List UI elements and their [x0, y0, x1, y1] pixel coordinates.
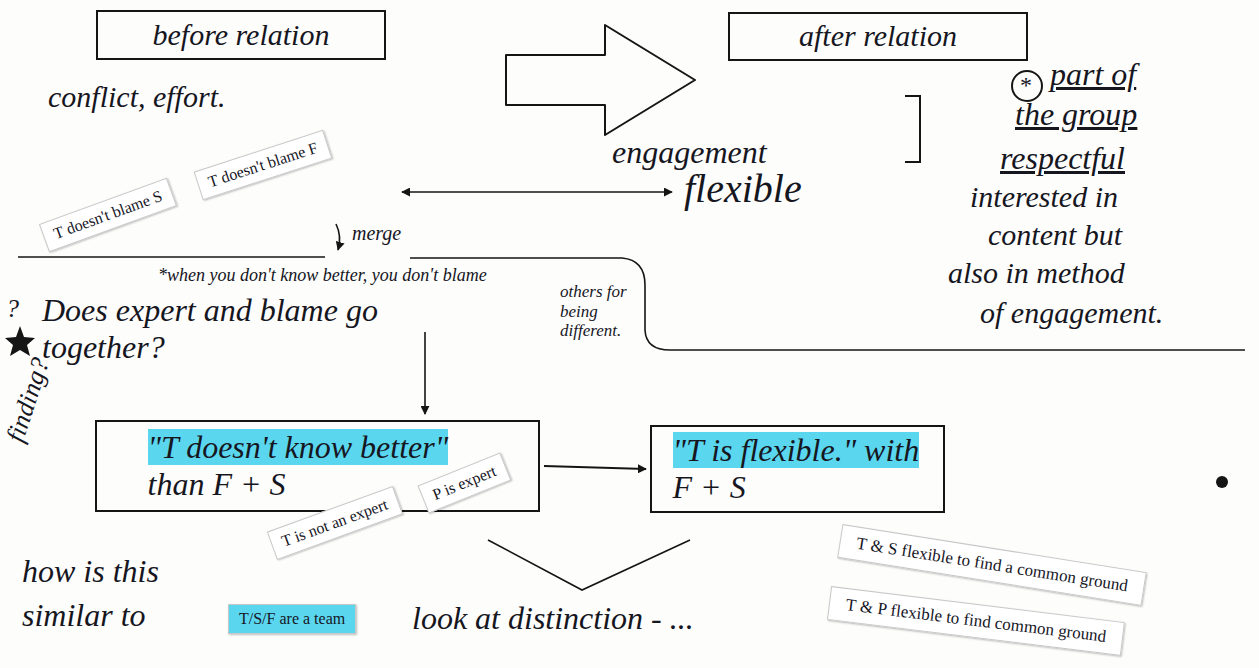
box-text: "T is flexible." with F + S — [673, 432, 923, 506]
handwritten-note: also in method — [948, 256, 1125, 291]
ink-dot — [1216, 476, 1228, 488]
handwritten-note: look at distinction - ... — [412, 600, 694, 637]
handwritten-note: Does expert and blame go together? — [42, 292, 462, 366]
handwritten-note: how is this — [22, 553, 159, 590]
v-lines — [488, 540, 690, 590]
handwritten-note: others for being different. — [560, 282, 632, 341]
down-arrow — [424, 332, 426, 414]
pasted-slip: T is not an expert — [267, 486, 403, 560]
handwritten-note: merge — [352, 222, 401, 245]
handwritten-note: * — [1020, 72, 1032, 100]
divider-line — [18, 256, 325, 258]
handwritten-note: content but — [988, 218, 1122, 253]
handwritten-note: engagement — [612, 134, 767, 171]
connector-arrow — [506, 25, 695, 135]
note-box: after relation — [728, 12, 1028, 61]
pasted-slip: T/S/F are a team — [228, 604, 356, 634]
handwritten-note: flexible — [684, 166, 802, 212]
merge-arrow — [336, 224, 340, 250]
note-box: "T is flexible." with F + S — [650, 425, 945, 513]
box-text: after relation — [799, 19, 957, 54]
bracket — [905, 96, 920, 162]
handwritten-note: ? — [6, 294, 19, 324]
handwritten-note: *when you don't know better, you don't b… — [158, 265, 487, 286]
note-box: before relation — [96, 10, 386, 60]
box-text: before relation — [153, 18, 330, 53]
handwritten-note: similar to — [22, 597, 146, 634]
handwritten-note: conflict, effort. — [48, 80, 225, 115]
pasted-slip: T & P flexible to find common ground — [827, 586, 1125, 655]
handwritten-note: of engagement. — [980, 296, 1163, 331]
handwritten-note: part of — [1050, 56, 1136, 93]
pasted-slip: T doesn't blame S — [39, 178, 177, 253]
handwritten-note: interested in — [970, 180, 1118, 215]
double-arrow — [402, 191, 672, 193]
handwritten-note: respectful — [1000, 140, 1125, 177]
pasted-slip: T doesn't blame F — [194, 130, 333, 201]
handwritten-note: the group — [1015, 96, 1137, 133]
star-mark — [5, 326, 35, 356]
connector-arrow — [544, 466, 646, 469]
handwritten-note: finding? — [1, 354, 56, 446]
